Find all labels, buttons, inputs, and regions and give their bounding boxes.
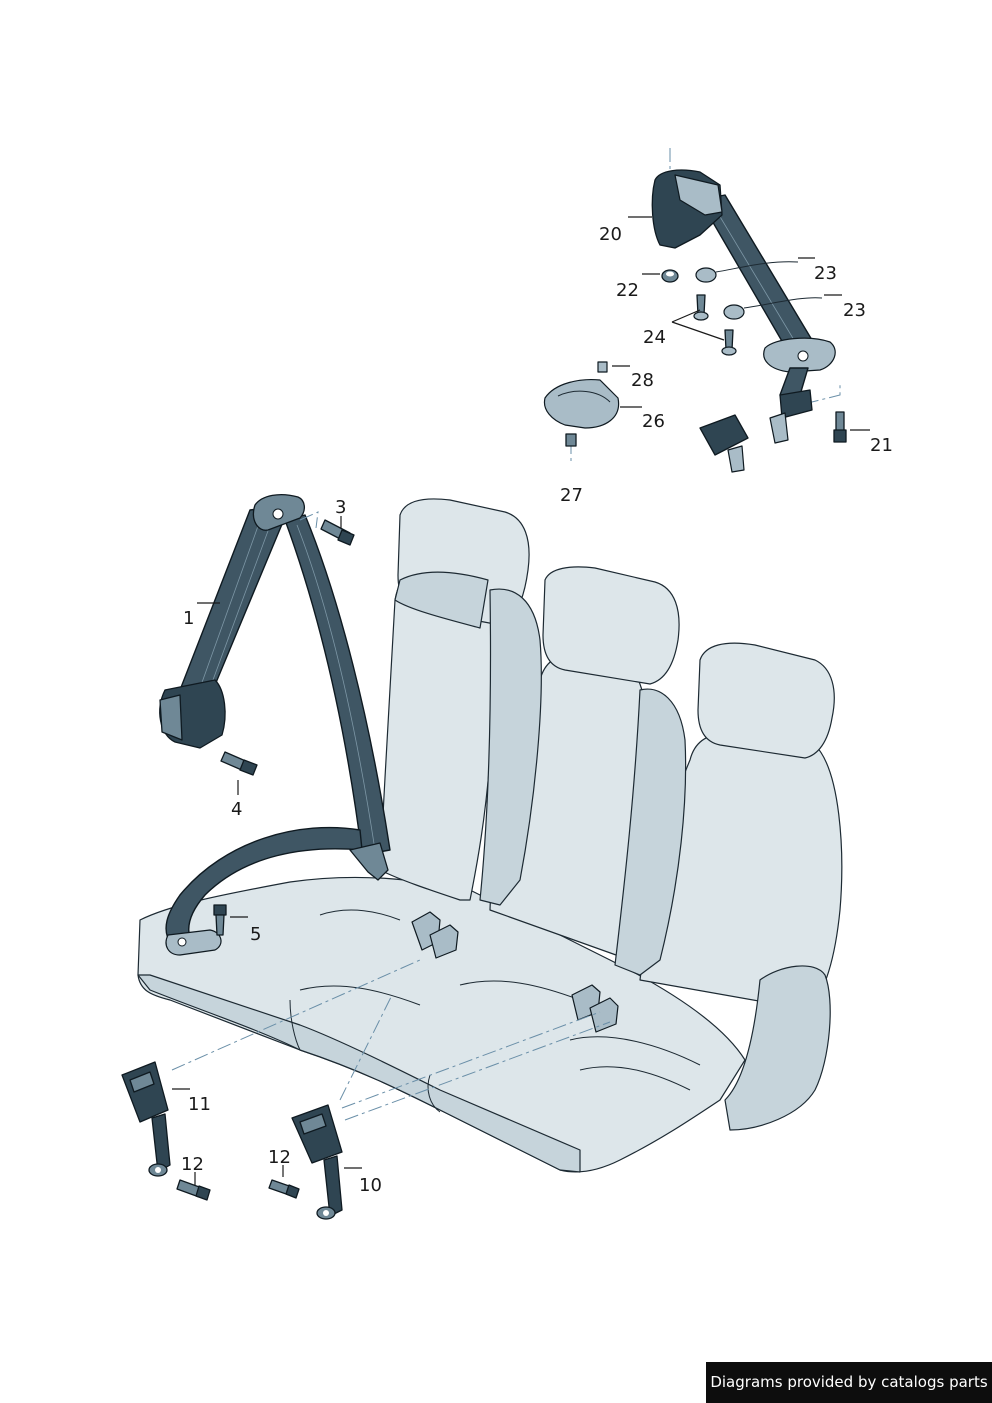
belt-tongue bbox=[349, 842, 389, 881]
part-21-bolt bbox=[833, 411, 847, 443]
part-12-bolt-right bbox=[268, 1179, 300, 1199]
part-22-nut bbox=[661, 269, 679, 283]
callout-5: 5 bbox=[250, 924, 261, 945]
headrest-middle bbox=[542, 566, 680, 685]
part-27-clip bbox=[565, 433, 577, 447]
buckle-receivers-on-seat bbox=[411, 911, 619, 1033]
callout-22: 22 bbox=[616, 280, 639, 301]
callout-4: 4 bbox=[231, 799, 242, 820]
center-belt-buckle bbox=[699, 414, 749, 456]
callout-26: 26 bbox=[642, 411, 665, 432]
part-26-cover bbox=[543, 378, 620, 429]
side-bolster-right bbox=[724, 965, 831, 1131]
part-23-clips bbox=[695, 261, 823, 320]
part-11-seat-belt-buckle bbox=[121, 1061, 171, 1177]
lower-anchor-plate bbox=[165, 929, 222, 956]
callout-21: 21 bbox=[870, 435, 893, 456]
part-28-clip bbox=[597, 361, 608, 373]
headrest-right bbox=[697, 642, 835, 759]
callout-20: 20 bbox=[599, 224, 622, 245]
watermark-banner: Diagrams provided by catalogs parts bbox=[706, 1362, 992, 1403]
callout-28: 28 bbox=[631, 370, 654, 391]
callout-24: 24 bbox=[643, 327, 666, 348]
callout-labels: 1 3 4 5 10 11 12 12 20 21 22 23 23 24 26… bbox=[181, 224, 893, 1196]
leader-lines bbox=[172, 216, 870, 1185]
part-3-bolt bbox=[299, 511, 355, 546]
seat-cushion-front bbox=[137, 974, 581, 1173]
callout-23-lower: 23 bbox=[843, 300, 866, 321]
callout-10: 10 bbox=[359, 1175, 382, 1196]
callout-11: 11 bbox=[188, 1094, 211, 1115]
part-1-three-point-seat-belt bbox=[159, 494, 391, 956]
callout-12-right: 12 bbox=[268, 1147, 291, 1168]
part-20-center-seat-belt bbox=[651, 169, 836, 473]
part-24-screws bbox=[693, 294, 737, 356]
callout-3: 3 bbox=[335, 497, 346, 518]
part-10-seat-belt-buckle bbox=[291, 1104, 343, 1220]
rear-bench-seat bbox=[137, 498, 843, 1173]
callout-12-left: 12 bbox=[181, 1154, 204, 1175]
assembly-dash-lines bbox=[171, 148, 841, 1121]
part-4-bolt bbox=[220, 751, 258, 776]
callout-23-upper: 23 bbox=[814, 263, 837, 284]
callout-27: 27 bbox=[560, 485, 583, 506]
part-5-bolt bbox=[213, 904, 227, 936]
callout-1: 1 bbox=[183, 608, 194, 629]
part-12-bolt-left bbox=[176, 1179, 211, 1201]
